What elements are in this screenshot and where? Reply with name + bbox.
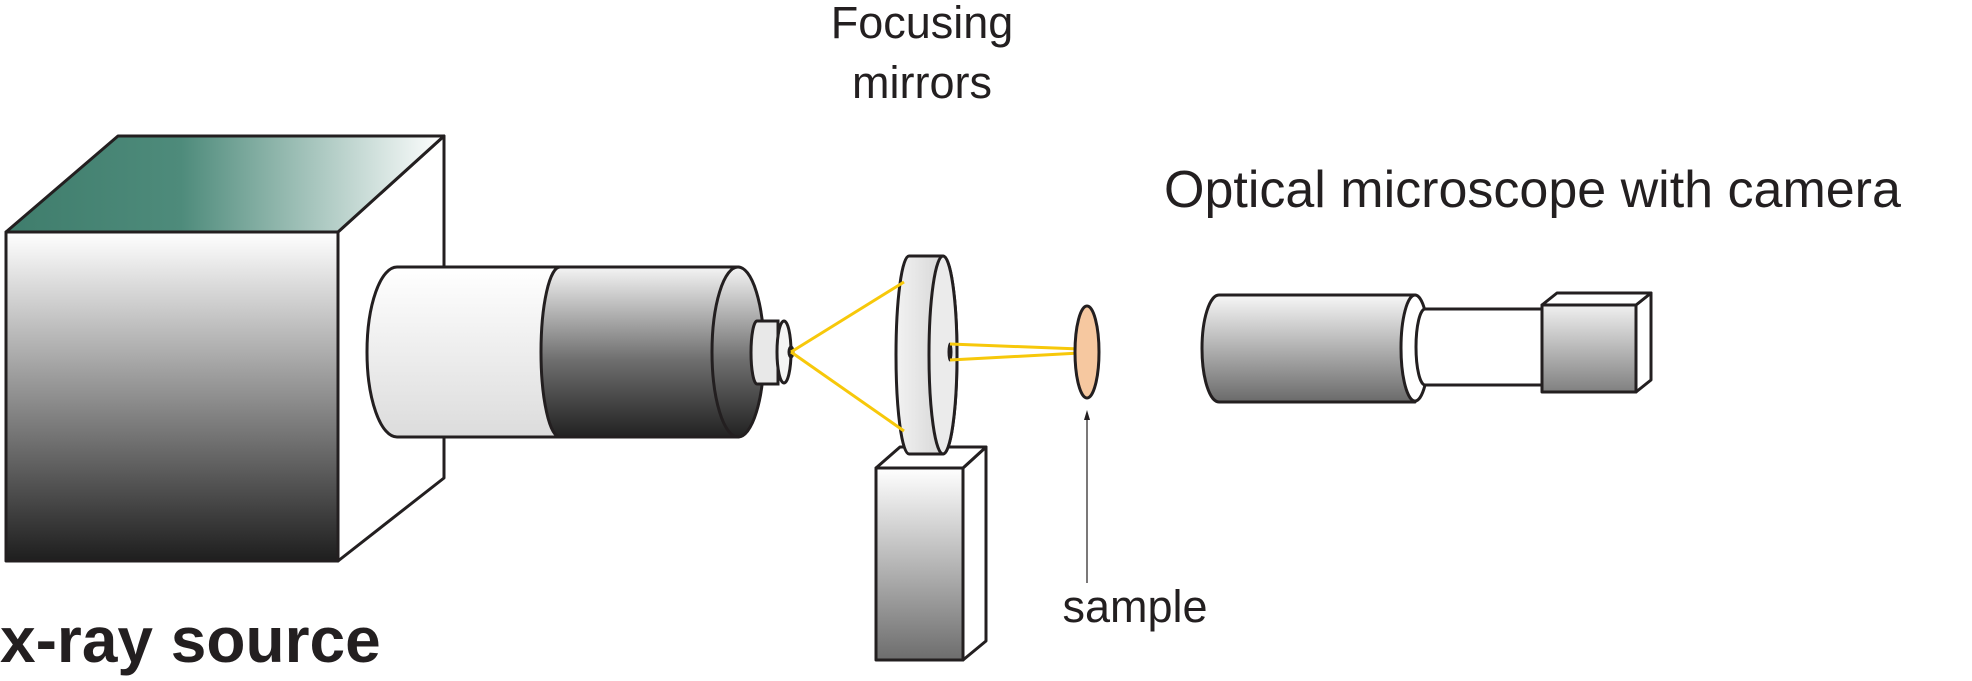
mirror-aperture [947,342,953,362]
mirror-disc-face [927,254,959,456]
beam-line [949,351,1081,362]
camera-front [1540,303,1638,394]
stand-front [874,466,965,662]
microscope-label: Optical microscope with camera [1164,161,1901,219]
source-tube [365,265,795,439]
source-box-front [4,230,340,563]
focusing-mirrors-label-line2: mirrors [852,57,992,108]
beam-line [790,350,905,433]
beam-line [790,280,905,354]
microscope-body-tube [1414,307,1544,387]
sample-pointer-arrow [1084,410,1090,583]
focusing-mirrors [894,254,959,456]
tube-light-section [365,265,562,439]
stand-side [961,445,988,662]
microscope-objective-tube [1200,293,1417,404]
tube-dark-section [539,265,740,439]
camera [1540,291,1653,394]
focusing-mirrors-label-line1: Focusing [831,0,1014,48]
xray-source-label: x-ray source [0,604,381,676]
sample-label: sample [1062,581,1207,632]
beam-line [949,342,1081,351]
camera-top [1540,291,1653,307]
xray-source-box [4,134,446,563]
optical-microscope [1200,291,1653,404]
mirror-stand [874,445,988,662]
sample-disc [1073,304,1101,400]
tube-nozzle [749,319,780,386]
xray-beam [790,280,1081,433]
camera-side [1634,291,1653,394]
